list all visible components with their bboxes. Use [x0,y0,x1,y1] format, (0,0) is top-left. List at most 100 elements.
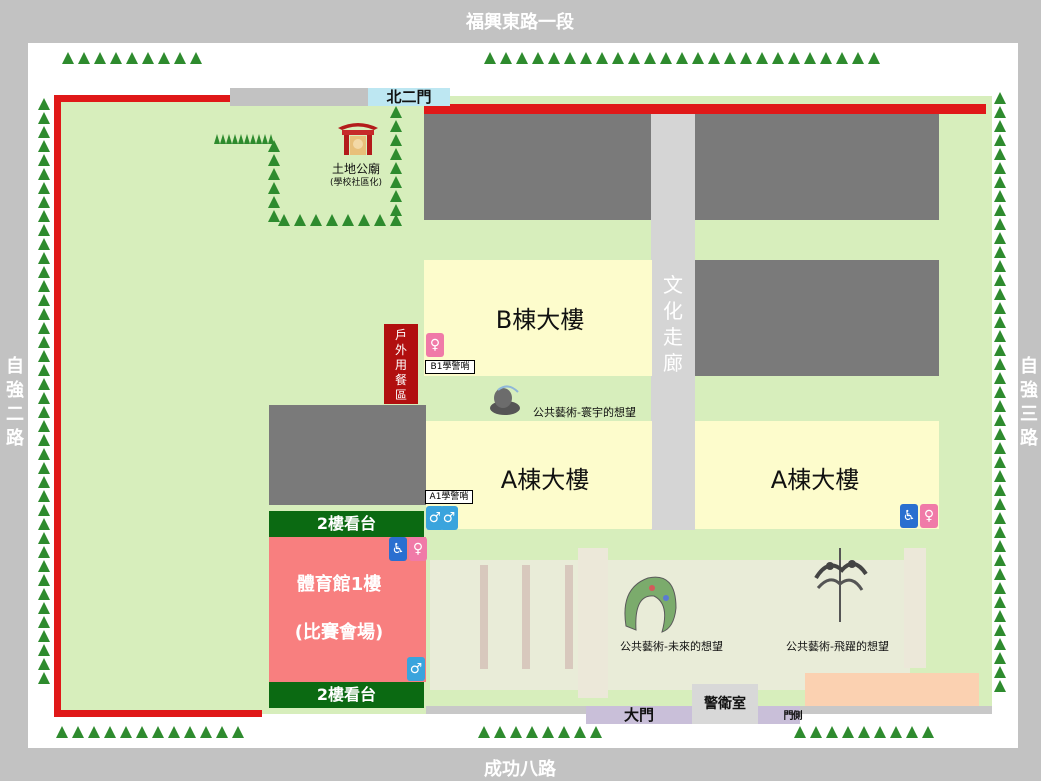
tree-icon [38,280,50,292]
public-art-cosmos-icon[interactable] [488,384,522,416]
public-art-leap-icon[interactable] [808,548,872,622]
tree-icon [390,162,402,174]
street-label-top: 福興東路一段 [466,12,574,33]
tree-icon [994,176,1006,188]
boundary-line-bottom [54,710,262,717]
gym-upper-block[interactable] [269,405,426,505]
main-gate[interactable]: 大門 [586,706,692,724]
tree-icon [38,266,50,278]
tree-icon [526,726,538,738]
guard-room[interactable]: 警衛室 [692,684,758,724]
stand-2f-bottom[interactable]: 2樓看台 [269,682,424,708]
tree-icon [38,420,50,432]
tree-icon [994,456,1006,468]
public-art-cosmos-label: 公共藝術-寰宇的想望 [533,406,636,419]
building-a-right[interactable] [695,421,939,529]
tree-icon [994,526,1006,538]
tree-icon [788,52,800,64]
tree-icon [94,52,106,64]
gymnasium-1f[interactable] [269,537,426,682]
tree-icon [294,214,306,226]
tree-icon [126,52,138,64]
street-label-bottom: 成功八路 [484,759,556,780]
side-gate[interactable]: 側門 [758,706,801,724]
tree-row-temple-top [214,134,274,144]
tree-icon [38,210,50,222]
gymnasium-label-2: (比賽會場) [294,622,384,643]
female-restroom-icon: ♀ [409,537,427,561]
tree-icon [38,462,50,474]
tree-icon [994,316,1006,328]
culture-corridor-label: 文化走廊 [663,273,683,375]
building-north-left[interactable] [424,114,652,220]
building-north-right[interactable] [695,114,939,220]
tree-icon [532,52,544,64]
tree-icon [390,204,402,216]
tree-icon [994,666,1006,678]
outdoor-dining-area[interactable] [384,324,418,404]
tree-icon [38,224,50,236]
tree-icon [38,336,50,348]
tree-icon [676,52,688,64]
tree-icon [826,726,838,738]
tree-icon [842,726,854,738]
tree-icon [994,372,1006,384]
tree-icon [390,176,402,188]
tree-icon [190,52,202,64]
tree-icon [38,574,50,586]
tree-icon [78,52,90,64]
tree-icon [38,196,50,208]
b1-guard-post[interactable]: B1學警哨 [425,360,475,374]
building-a-left[interactable] [426,421,652,529]
tree-icon [268,182,280,194]
tree-icon [858,726,870,738]
male-restroom-icon: ♂ [407,657,425,681]
building-east-gray[interactable] [695,260,939,376]
tree-icon [38,154,50,166]
tree-icon [374,214,386,226]
gate-north-2[interactable]: 北二門 [368,88,450,106]
tree-icon [158,52,170,64]
tree-icon [38,518,50,530]
tree-icon [390,106,402,118]
tree-icon [590,726,602,738]
tree-icon [994,498,1006,510]
tree-icon [390,134,402,146]
tree-icon [994,568,1006,580]
culture-corridor[interactable] [651,114,695,530]
public-art-future-icon[interactable] [618,568,682,634]
gymnasium-label-1: 體育館1樓 [296,574,382,595]
tree-icon [994,190,1006,202]
tree-icon [994,680,1006,692]
tree-icon [38,392,50,404]
temple-icon[interactable] [336,118,380,156]
building-b-label: B棟大樓 [495,306,585,334]
tree-icon [390,148,402,160]
tree-icon [994,624,1006,636]
tree-icon [278,214,290,226]
a1-guard-post[interactable]: A1學警哨 [425,490,473,504]
tree-icon [38,252,50,264]
tree-icon [994,134,1006,146]
stand-2f-top[interactable]: 2樓看台 [269,511,424,537]
tree-icon [38,602,50,614]
temple-sublabel: (學校社區化) [330,178,383,188]
tree-icon [38,546,50,558]
building-b[interactable] [424,260,652,376]
tree-icon [478,726,490,738]
tree-icon [994,204,1006,216]
public-art-future-label: 公共藝術-未來的想望 [620,640,723,653]
tree-icon [890,726,902,738]
tree-icon [994,512,1006,524]
tree-icon [994,218,1006,230]
tree-icon [994,162,1006,174]
boundary-line-top-right [424,104,986,114]
tree-icon [136,726,148,738]
tree-icon [38,168,50,180]
tree-icon [558,726,570,738]
tree-column-left [38,98,50,684]
tree-icon [268,210,280,222]
tree-icon [574,726,586,738]
tree-icon [38,238,50,250]
tree-icon [994,106,1006,118]
